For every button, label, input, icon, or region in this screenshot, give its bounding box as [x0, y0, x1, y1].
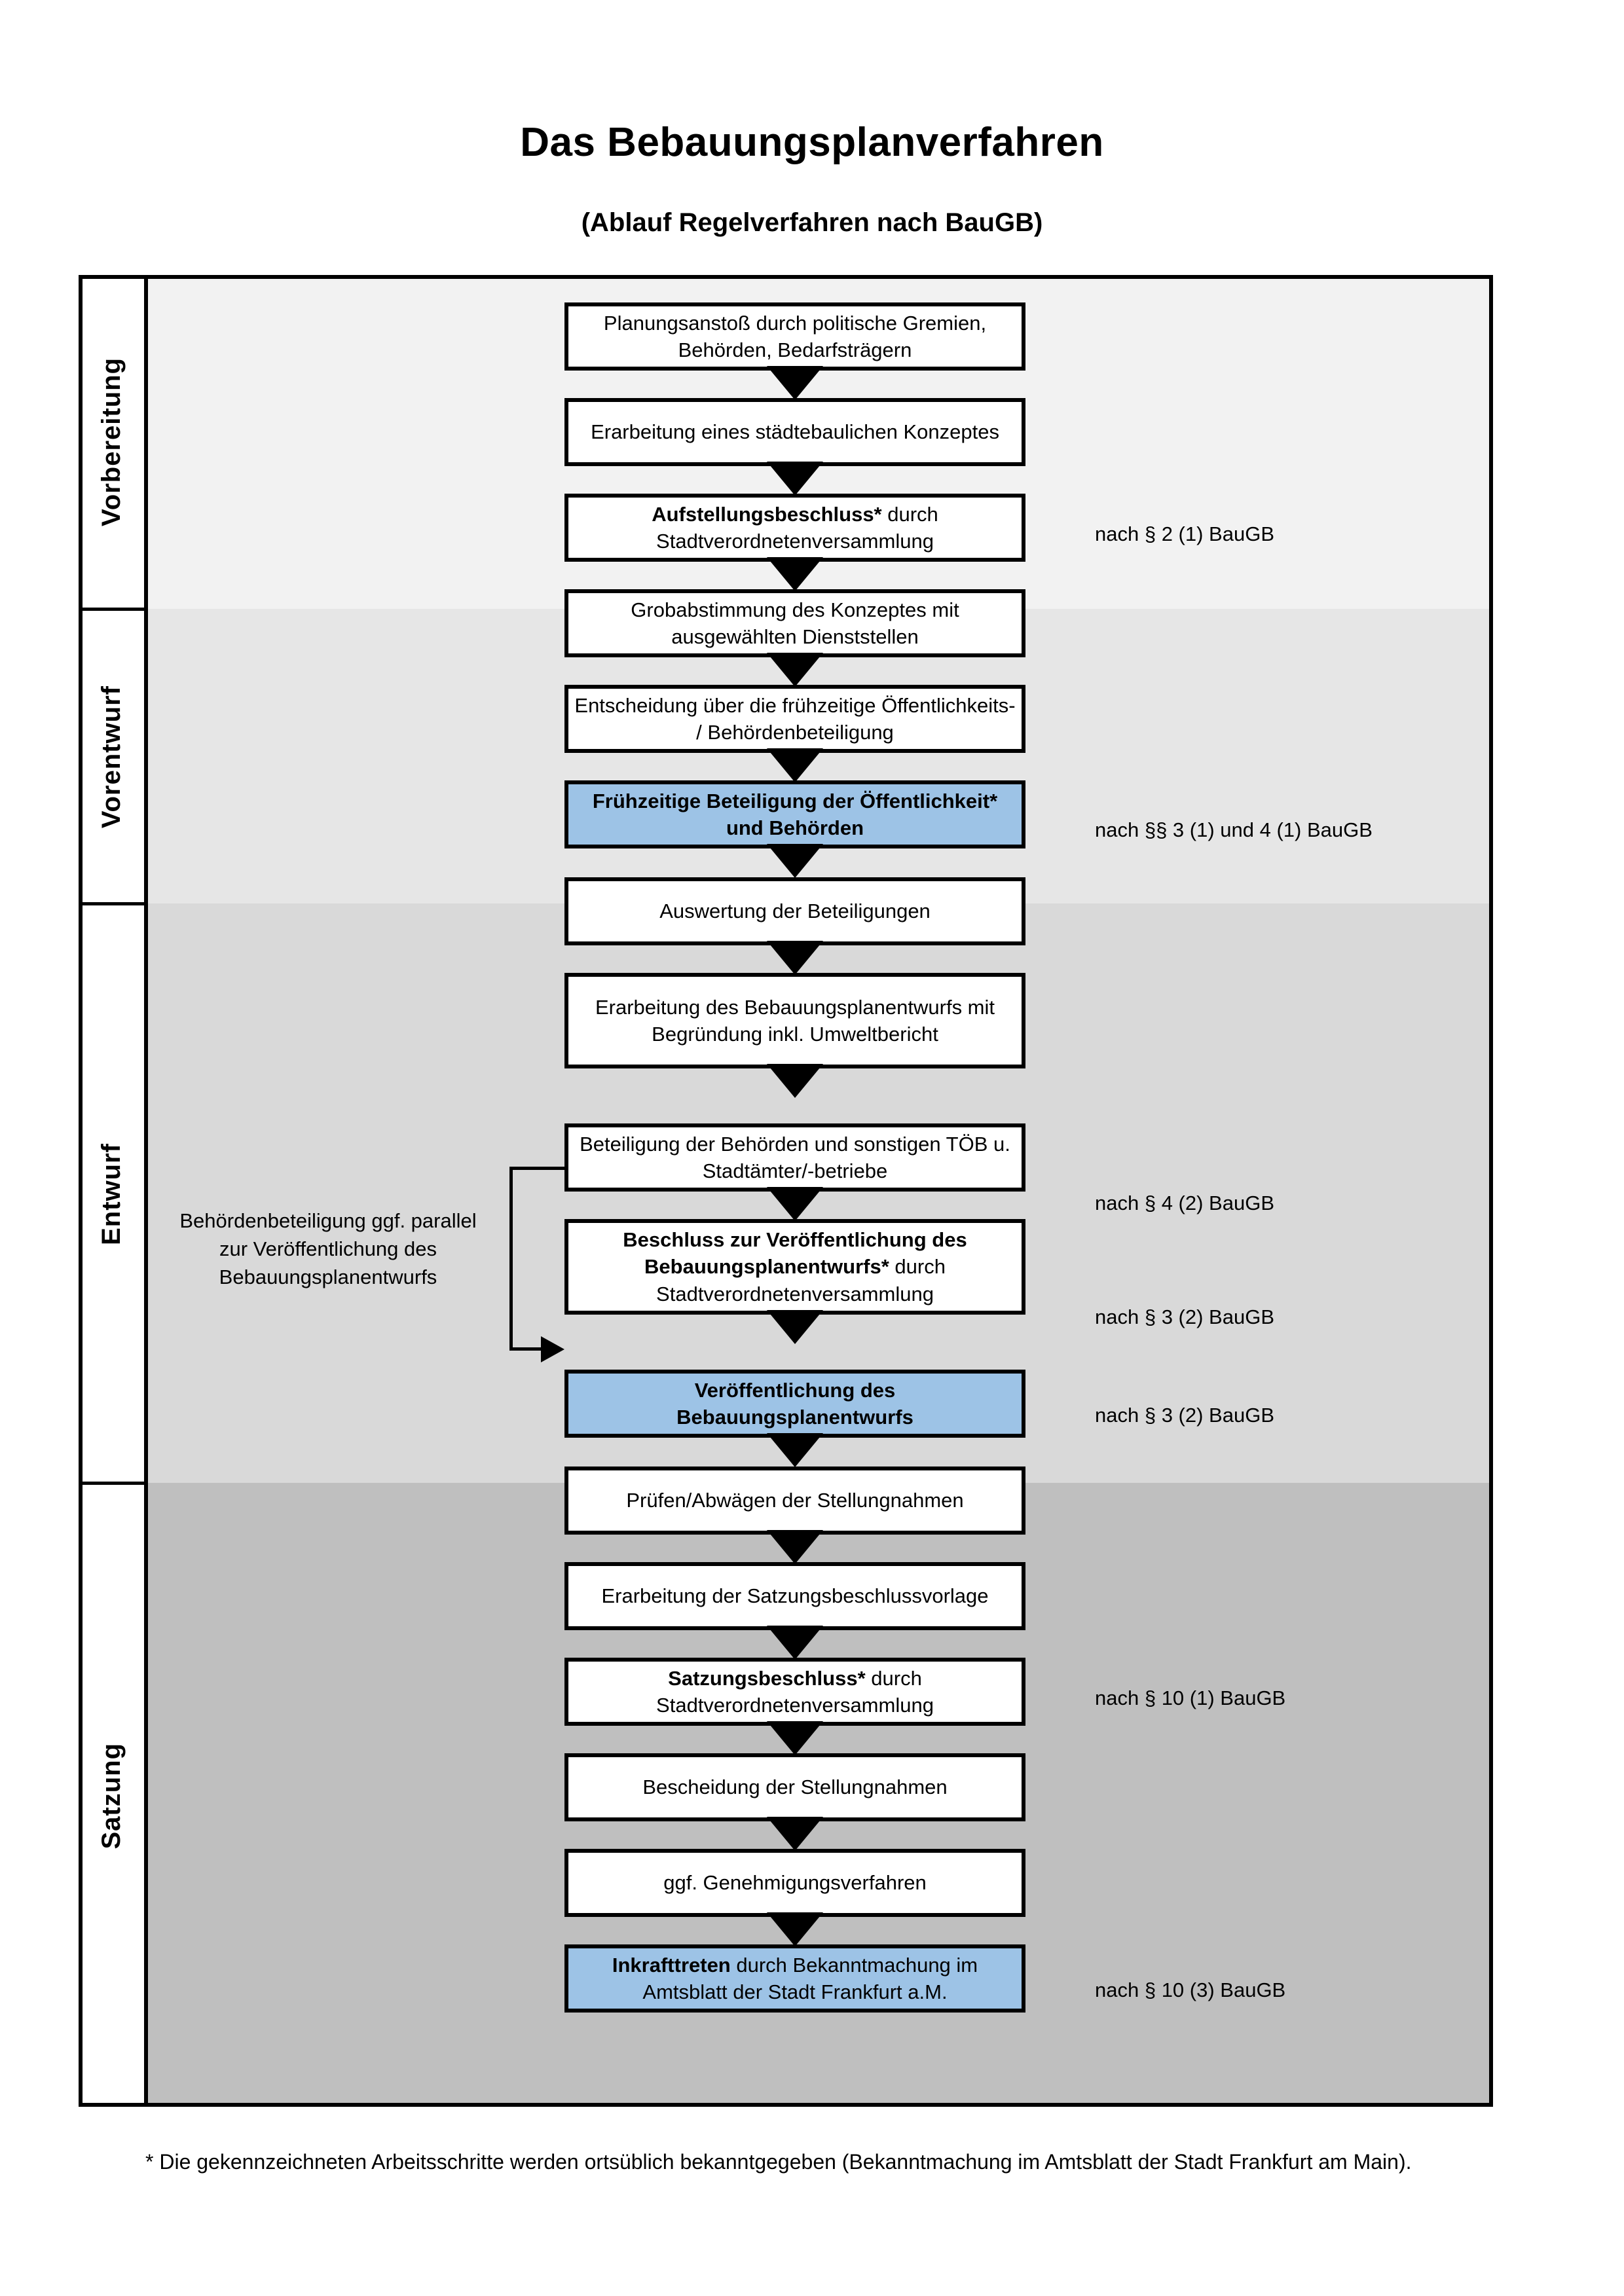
- process-box-label-rest: durch Bekanntmachung im Amtsblatt der St…: [642, 1953, 978, 2003]
- flow-arrow: [767, 844, 823, 878]
- phase-divider: [79, 902, 148, 905]
- process-box-label: Inkrafttreten durch Bekanntmachung im Am…: [574, 1952, 1016, 2005]
- flow-arrow: [767, 1187, 823, 1221]
- process-box-label-rest: durch Stadtverordnetenversammlung: [656, 1255, 946, 1305]
- loop-connector-bottom: [509, 1347, 544, 1351]
- legal-note-s14: nach § 10 (1) BauGB: [1095, 1686, 1286, 1709]
- legal-note-s9: nach § 4 (2) BauGB: [1095, 1192, 1274, 1214]
- flow-arrow: [767, 1912, 823, 1946]
- process-box-s1[interactable]: Planungsanstoß durch politische Gremien,…: [564, 302, 1025, 371]
- process-box-label-bold: Aufstellungsbeschluss*: [652, 502, 882, 526]
- page-subtitle: (Ablauf Regelverfahren nach BauGB): [581, 208, 1043, 237]
- loop-connector-arrowhead: [541, 1336, 564, 1362]
- flow-arrow: [767, 1433, 823, 1467]
- process-box-s13[interactable]: Erarbeitung der Satzungsbeschlussvorlage: [564, 1562, 1025, 1630]
- process-box-label: Veröffentlichung des Bebauungsplanentwur…: [574, 1377, 1016, 1430]
- flow-arrow: [767, 941, 823, 975]
- process-box-label: Grobabstimmung des Konzeptes mit ausgewä…: [631, 598, 959, 648]
- process-box-s8[interactable]: Erarbeitung des Bebauungsplanentwurfs mi…: [564, 973, 1025, 1068]
- process-box-s2[interactable]: Erarbeitung eines städtebaulichen Konzep…: [564, 398, 1025, 466]
- loop-connector-top: [509, 1167, 567, 1170]
- phase-divider: [79, 608, 148, 611]
- flow-arrow: [767, 1310, 823, 1344]
- flow-arrow: [767, 1817, 823, 1851]
- process-box-label: Bescheidung der Stellungnahmen: [642, 1776, 948, 1799]
- process-box-s12[interactable]: Prüfen/Abwägen der Stellungnahmen: [564, 1467, 1025, 1535]
- flow-arrow: [767, 366, 823, 400]
- flow-arrow: [767, 1064, 823, 1098]
- phase-divider: [79, 1482, 148, 1485]
- flow-arrow: [767, 1530, 823, 1564]
- flow-arrow: [767, 1721, 823, 1755]
- process-box-label: Prüfen/Abwägen der Stellungnahmen: [626, 1489, 964, 1512]
- process-box-label-bold: Satzungsbeschluss*: [668, 1666, 866, 1690]
- loop-connector-left: [509, 1167, 513, 1351]
- process-box-label: Erarbeitung eines städtebaulichen Konzep…: [591, 420, 999, 444]
- process-box-s7[interactable]: Auswertung der Beteiligungen: [564, 877, 1025, 945]
- process-box-label: ggf. Genehmigungsverfahren: [663, 1871, 927, 1895]
- process-box-s14[interactable]: Satzungsbeschluss* durch Stadtverordnete…: [564, 1658, 1025, 1726]
- process-box-label-bold: Frühzeitige Beteiligung der Öffentlichke…: [592, 789, 998, 839]
- phase-label-column: Vorbereitung Vorentwurf Entwurf Satzung: [79, 275, 148, 2107]
- process-box-label: Satzungsbeschluss* durch Stadtverordnete…: [574, 1665, 1016, 1719]
- process-box-s17[interactable]: Inkrafttreten durch Bekanntmachung im Am…: [564, 1944, 1025, 2013]
- process-box-label: Auswertung der Beteiligungen: [659, 900, 931, 923]
- flow-arrow: [767, 557, 823, 591]
- process-box-label-bold: Veröffentlichung des Bebauungsplanentwur…: [676, 1378, 913, 1429]
- footnote: * Die gekennzeichneten Arbeitsschritte w…: [145, 2150, 1412, 2174]
- process-box-label-rest: durch Stadtverordnetenversammlung: [656, 502, 938, 553]
- process-box-label-rest: durch Stadtverordnetenversammlung: [656, 1666, 934, 1717]
- legal-note-s11: nach § 3 (2) BauGB: [1095, 1404, 1274, 1427]
- flow-arrow: [767, 462, 823, 496]
- process-box-s3[interactable]: Aufstellungsbeschluss* durch Stadtverord…: [564, 494, 1025, 562]
- flow-arrow: [767, 748, 823, 782]
- legal-note-s3: nach § 2 (1) BauGB: [1095, 522, 1274, 545]
- legal-note-s17: nach § 10 (3) BauGB: [1095, 1978, 1286, 2001]
- process-box-s16[interactable]: ggf. Genehmigungsverfahren: [564, 1849, 1025, 1917]
- page-title: Das Bebauungsplanverfahren: [520, 120, 1104, 165]
- process-box-label: Beschluss zur Veröffentlichung des Bebau…: [574, 1226, 1016, 1307]
- process-box-s10[interactable]: Beschluss zur Veröffentlichung des Bebau…: [564, 1219, 1025, 1315]
- process-box-s6[interactable]: Frühzeitige Beteiligung der Öffentlichke…: [564, 780, 1025, 848]
- process-box-label: Aufstellungsbeschluss* durch Stadtverord…: [574, 501, 1016, 555]
- process-box-s15[interactable]: Bescheidung der Stellungnahmen: [564, 1753, 1025, 1821]
- process-box-label: Beteiligung der Behörden und sonstigen T…: [580, 1132, 1010, 1182]
- process-box-label: Entscheidung über die frühzeitige Öffent…: [574, 693, 1016, 744]
- legal-note-s10: nach § 3 (2) BauGB: [1095, 1305, 1274, 1328]
- process-box-s4[interactable]: Grobabstimmung des Konzeptes mit ausgewä…: [564, 589, 1025, 657]
- process-box-label: Erarbeitung der Satzungsbeschlussvorlage: [601, 1584, 989, 1608]
- process-box-label: Erarbeitung des Bebauungsplanentwurfs mi…: [595, 995, 995, 1046]
- legal-note-s6: nach §§ 3 (1) und 4 (1) BauGB: [1095, 818, 1373, 841]
- process-box-label-bold: Beschluss zur Veröffentlichung des Bebau…: [623, 1228, 967, 1279]
- process-box-s9[interactable]: Beteiligung der Behörden und sonstigen T…: [564, 1123, 1025, 1192]
- side-annotation: Behördenbeteiligung ggf. parallel zur Ve…: [179, 1209, 477, 1288]
- process-box-label: Frühzeitige Beteiligung der Öffentlichke…: [574, 788, 1016, 841]
- process-box-label: Planungsanstoß durch politische Gremien,…: [603, 311, 987, 361]
- process-box-label-bold: Inkrafttreten: [612, 1953, 731, 1977]
- diagram-frame: [79, 275, 1493, 2107]
- process-box-s5[interactable]: Entscheidung über die frühzeitige Öffent…: [564, 685, 1025, 753]
- flow-arrow: [767, 653, 823, 687]
- flow-arrow: [767, 1626, 823, 1660]
- process-box-s11[interactable]: Veröffentlichung des Bebauungsplanentwur…: [564, 1370, 1025, 1438]
